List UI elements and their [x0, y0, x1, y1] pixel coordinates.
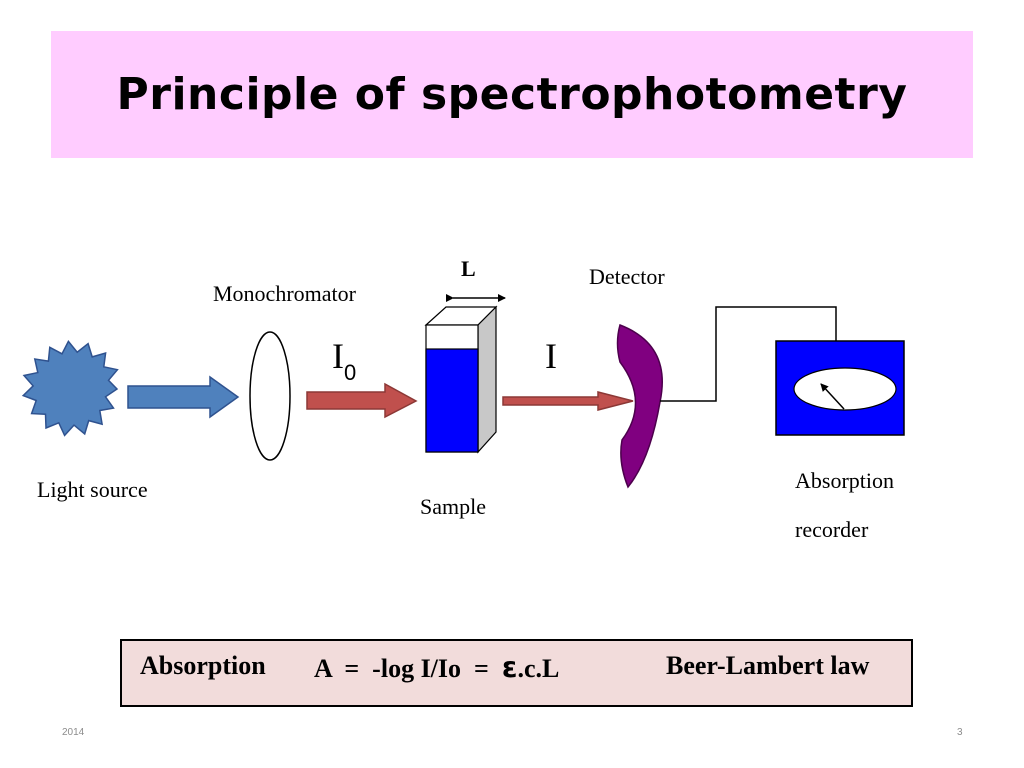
detector-label: Detector: [589, 264, 665, 289]
recorder-label-line2: recorder: [795, 517, 869, 542]
i0-label: I0: [332, 335, 356, 386]
footer-year: 2014: [62, 727, 85, 738]
formula-epsilon: ε: [501, 651, 518, 684]
i0-label-subscript: 0: [344, 360, 357, 385]
formula-equation: A = -log I/Io = ε.c.L: [314, 651, 559, 684]
slide-title: Principle of spectrophotometry: [116, 69, 908, 120]
page-number: 3: [957, 727, 963, 738]
light-source-label: Light source: [37, 477, 148, 502]
intensity-label: I: [545, 336, 557, 376]
light-source-icon: [21, 340, 119, 437]
title-banner: Principle of spectrophotometry: [51, 31, 973, 158]
formula-box: Absorption A = -log I/Io = ε.c.L Beer-La…: [120, 639, 913, 707]
absorption-recorder: [775, 340, 905, 436]
gauge-needle: [820, 383, 845, 410]
sample-label: Sample: [420, 494, 486, 519]
i0-beam-arrow: [306, 382, 418, 419]
path-length-label: L: [461, 256, 476, 281]
i0-label-main: I: [332, 336, 344, 376]
transmitted-beam-arrow: [502, 391, 634, 411]
formula-equation-a: A =: [314, 654, 373, 683]
monochromator-lens: [249, 331, 291, 461]
beer-lambert-label: Beer-Lambert law: [666, 651, 870, 680]
recorder-label-line1: Absorption: [795, 468, 894, 493]
formula-equation-c: .c.L: [517, 654, 560, 683]
detector-icon: [616, 324, 663, 489]
light-beam-arrow: [127, 375, 240, 419]
formula-term: Absorption: [140, 651, 266, 680]
detector-wire: [660, 306, 837, 402]
formula-equation-b: log I/Io =: [380, 654, 502, 683]
formula-minus: -: [372, 654, 381, 683]
sample-cuvette: [424, 305, 498, 454]
monochromator-label: Monochromator: [213, 281, 356, 306]
